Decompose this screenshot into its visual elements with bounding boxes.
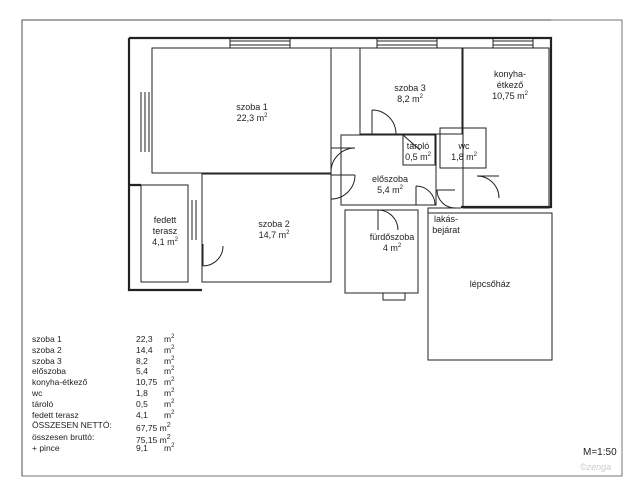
scale-label: M=1:50 xyxy=(583,447,617,458)
door xyxy=(202,244,224,267)
door xyxy=(330,174,356,200)
window xyxy=(229,38,291,48)
furdo-notch xyxy=(382,293,406,301)
page-border-box xyxy=(21,19,623,477)
room-tarolo xyxy=(402,134,436,166)
door xyxy=(436,189,456,209)
label-szoba3: szoba 3 8,2 m2 xyxy=(394,83,426,104)
label-furdo: fürdőszoba 4 m2 xyxy=(369,232,415,253)
label-szoba2: szoba 2 14,7 m2 xyxy=(258,219,290,240)
label-lepcsohaz: lépcsőház xyxy=(469,279,511,289)
label-fedett-terasz: fedett terasz 4,1 m2 xyxy=(152,215,178,247)
label-wc: wc 1,8 m2 xyxy=(451,141,477,162)
window xyxy=(140,92,150,152)
room-szoba2 xyxy=(201,173,332,283)
door xyxy=(330,147,356,173)
label-eloszoba: előszoba 5,4 m2 xyxy=(371,174,409,195)
room-szoba3 xyxy=(359,47,463,135)
door xyxy=(377,209,399,231)
window xyxy=(376,38,438,48)
outer-wall xyxy=(127,36,553,292)
door xyxy=(476,175,500,199)
label-tarolo: tároló 0,5 m2 xyxy=(405,141,431,162)
room-eloszoba xyxy=(340,134,437,206)
page-border xyxy=(21,19,551,476)
door xyxy=(371,109,397,135)
tarolo-door xyxy=(402,134,421,151)
watermark-logo: ©zenga xyxy=(580,462,612,472)
room-wc xyxy=(439,127,487,169)
label-szoba1: szoba 1 22,3 m2 xyxy=(236,102,268,123)
room-lepcsohaz xyxy=(427,212,553,361)
label-lakasbejarat: lakás- bejárat xyxy=(432,214,460,235)
entrance-wall xyxy=(427,207,461,213)
label-konyha: konyha- étkező 10,75 m2 xyxy=(492,69,528,101)
door xyxy=(415,185,436,206)
window xyxy=(187,200,197,240)
window xyxy=(492,38,534,48)
room-szoba1 xyxy=(151,47,332,174)
